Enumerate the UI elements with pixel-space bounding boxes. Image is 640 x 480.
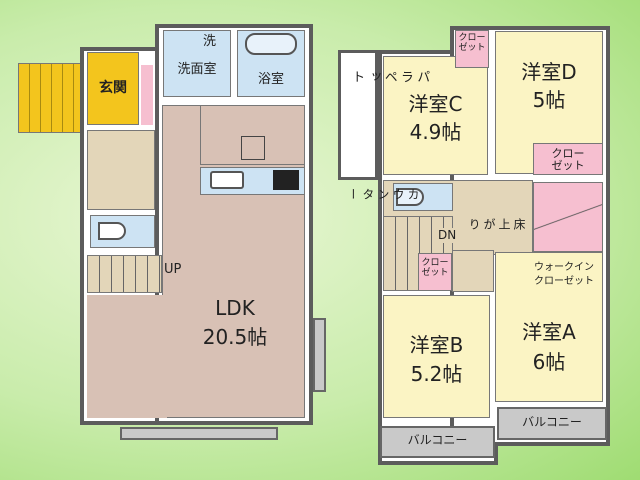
wic-label-line2: クローゼット (534, 276, 594, 287)
stairs-1f (87, 255, 162, 293)
balcony-a (497, 407, 607, 440)
room-a-size: 6帖 (532, 350, 566, 374)
closet-d-top: クロー (551, 147, 585, 160)
closet-c-top: クロー (458, 33, 486, 43)
balcony-b-label: バルコニー (407, 433, 468, 447)
room-ldk-lower (87, 295, 167, 418)
window-ledge (120, 427, 278, 440)
balcony-a-label: バルコニー (522, 415, 582, 429)
range-hood-icon (241, 136, 265, 160)
closet-d-label: クローゼット (533, 147, 603, 173)
room-a-name: 洋室A (522, 320, 576, 344)
kitchen (200, 105, 305, 165)
ldk-size-label: 20.5帖 (202, 325, 268, 349)
counter-label: カウンター (346, 188, 420, 201)
wic-label-line1: ウォークイン (534, 262, 594, 273)
room-genkan (87, 52, 139, 125)
stairs-up-label: UP (164, 262, 182, 277)
closet-c-bottom: ゼット (458, 42, 486, 53)
stairs-down-label: DN (438, 228, 457, 243)
walk-in-closet (533, 182, 603, 252)
entrance-steps (18, 63, 82, 133)
room-c (383, 56, 488, 175)
closet-small-top: クロー (421, 258, 449, 268)
room-a (495, 252, 603, 402)
ldk-name-label: LDK (215, 296, 255, 320)
parapet (338, 50, 378, 180)
balcony-b (380, 426, 495, 458)
bathtub-icon (245, 33, 297, 55)
room-c-size: 4.9帖 (409, 120, 462, 144)
closet-d (533, 143, 603, 175)
closet-c-label: クローゼット (455, 33, 489, 54)
parapet-label: パラペット (349, 70, 430, 84)
room-d-name: 洋室D (521, 60, 577, 84)
toilet-2f-icon (396, 188, 424, 206)
hall-2f-lower (452, 250, 494, 292)
room-b (383, 295, 490, 418)
step-up-label: 床上がり (467, 218, 526, 230)
closet-small (418, 253, 452, 291)
bathroom-label: 浴室 (257, 72, 284, 87)
bay-window (313, 318, 326, 392)
closet-d-bottom: ゼット (551, 159, 585, 173)
washroom-label: 洗面室 (177, 62, 217, 77)
room-b-name: 洋室B (409, 333, 464, 357)
sink-icon (210, 171, 244, 189)
stove-icon (273, 170, 299, 190)
room-c-name: 洋室C (408, 92, 463, 116)
room-d-size: 5帖 (532, 88, 566, 112)
closet-c (455, 30, 489, 68)
shoe-closet (141, 65, 153, 125)
room-washroom (163, 30, 231, 97)
hallway (87, 130, 155, 210)
closet-small-bottom: ゼット (421, 267, 449, 278)
room-b-size: 5.2帖 (410, 362, 463, 386)
toilet-icon (98, 222, 126, 240)
genkan-label: 玄関 (99, 80, 127, 96)
closet-small-label: クローゼット (418, 258, 452, 279)
washer-label: 洗 (203, 34, 217, 49)
